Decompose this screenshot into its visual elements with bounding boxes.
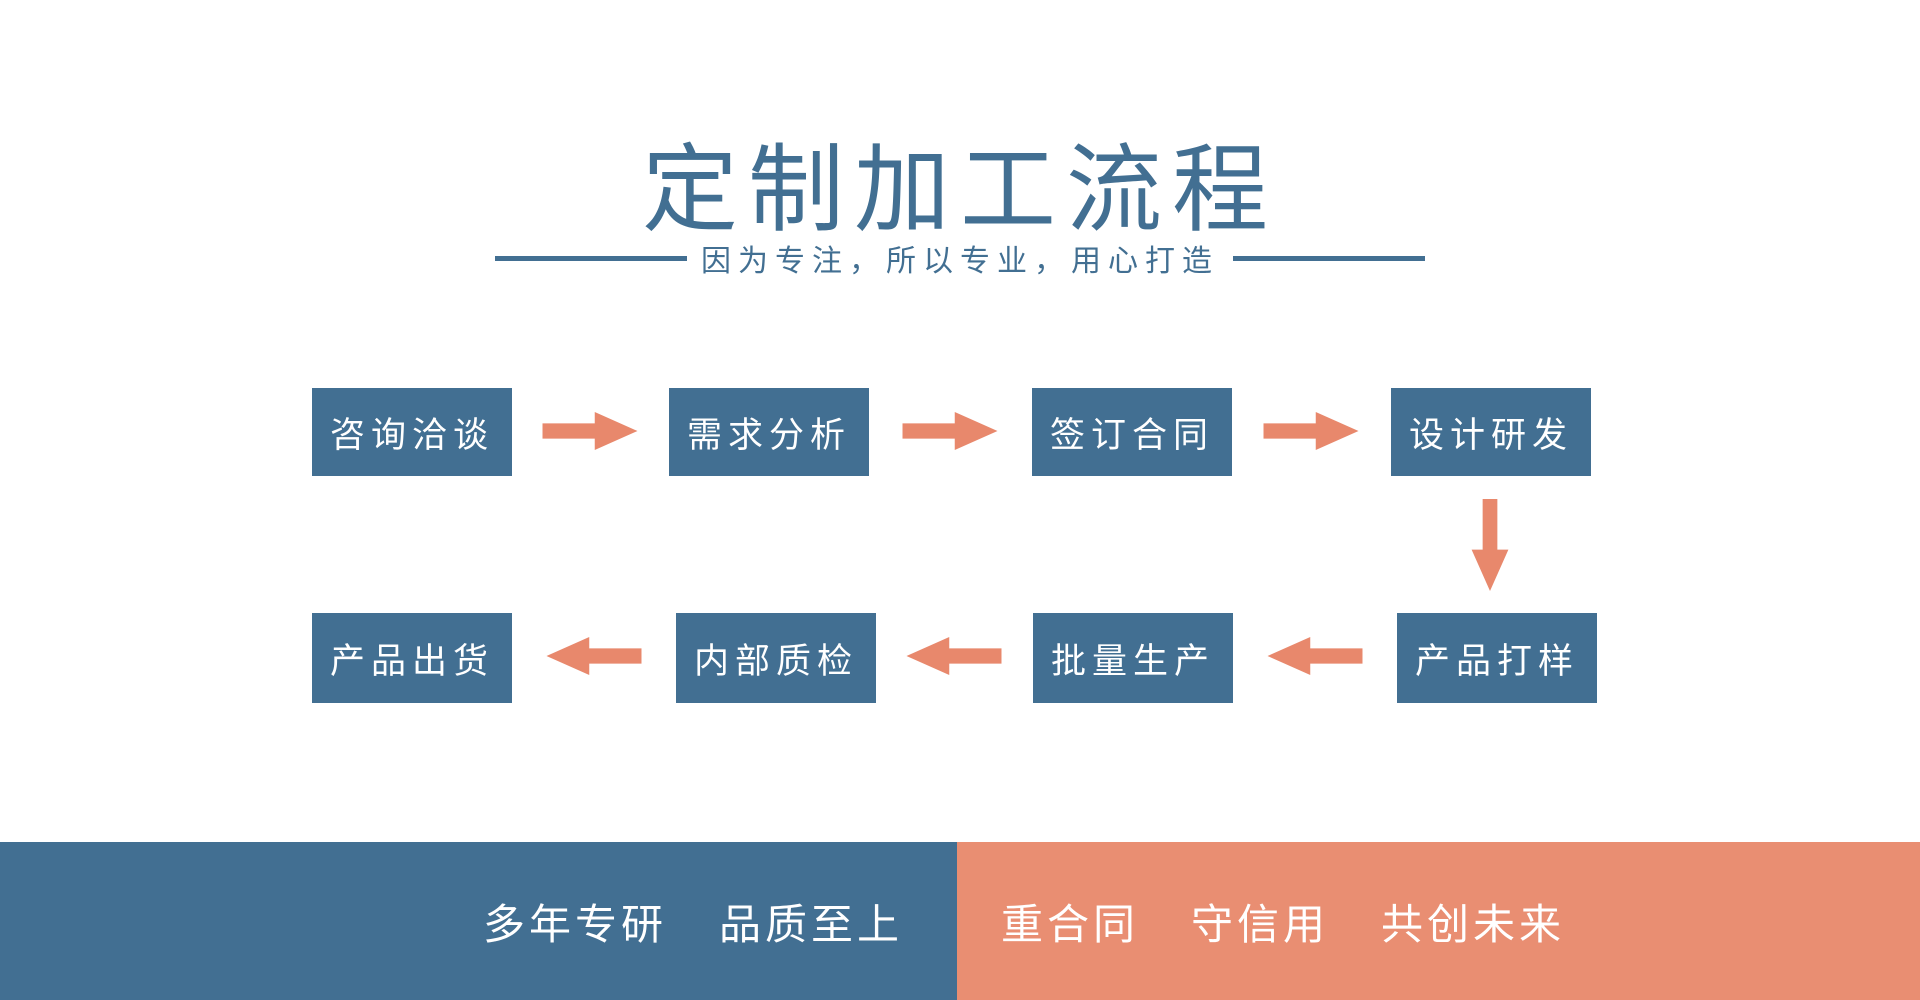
footer-phrase: 品质至上 [718,899,903,949]
arrow-down-icon [1471,499,1509,591]
footer-phrase: 守信用 [1191,899,1330,949]
flow-step-contract: 签订合同 [1032,388,1232,476]
flow-step-sampling: 产品打样 [1397,613,1597,703]
arrow-left-icon [546,637,642,675]
flow-step-production: 批量生产 [1033,613,1233,703]
flow-step-analysis: 需求分析 [669,388,869,476]
arrow-right-icon [542,412,638,450]
footer-phrase: 重合同 [1001,899,1140,949]
flow-step-design: 设计研发 [1391,388,1591,476]
flow-step-shipment: 产品出货 [312,613,512,703]
footer-right-panel: 重合同 守信用 共创未来 [957,842,1920,1000]
subtitle-text: 因为专注，所以专业，用心打造 [701,244,1219,279]
footer-phrase: 多年专研 [482,899,667,949]
arrow-right-icon [902,412,998,450]
arrow-left-icon [906,637,1002,675]
arrow-left-icon [1267,637,1363,675]
subtitle: 因为专注，所以专业，用心打造 [0,232,1920,284]
flow-step-qc: 内部质检 [676,613,876,703]
footer-left-panel: 多年专研 品质至上 [0,842,957,1000]
footer-banner: 多年专研 品质至上 重合同 守信用 共创未来 [0,842,1920,1000]
footer-phrase: 共创未来 [1381,899,1566,949]
arrow-right-icon [1263,412,1359,450]
page-title: 定制加工流程 [642,134,1278,246]
subtitle-divider-right [1233,255,1425,261]
flow-step-consult: 咨询洽谈 [312,388,512,476]
subtitle-divider-left [495,255,687,261]
